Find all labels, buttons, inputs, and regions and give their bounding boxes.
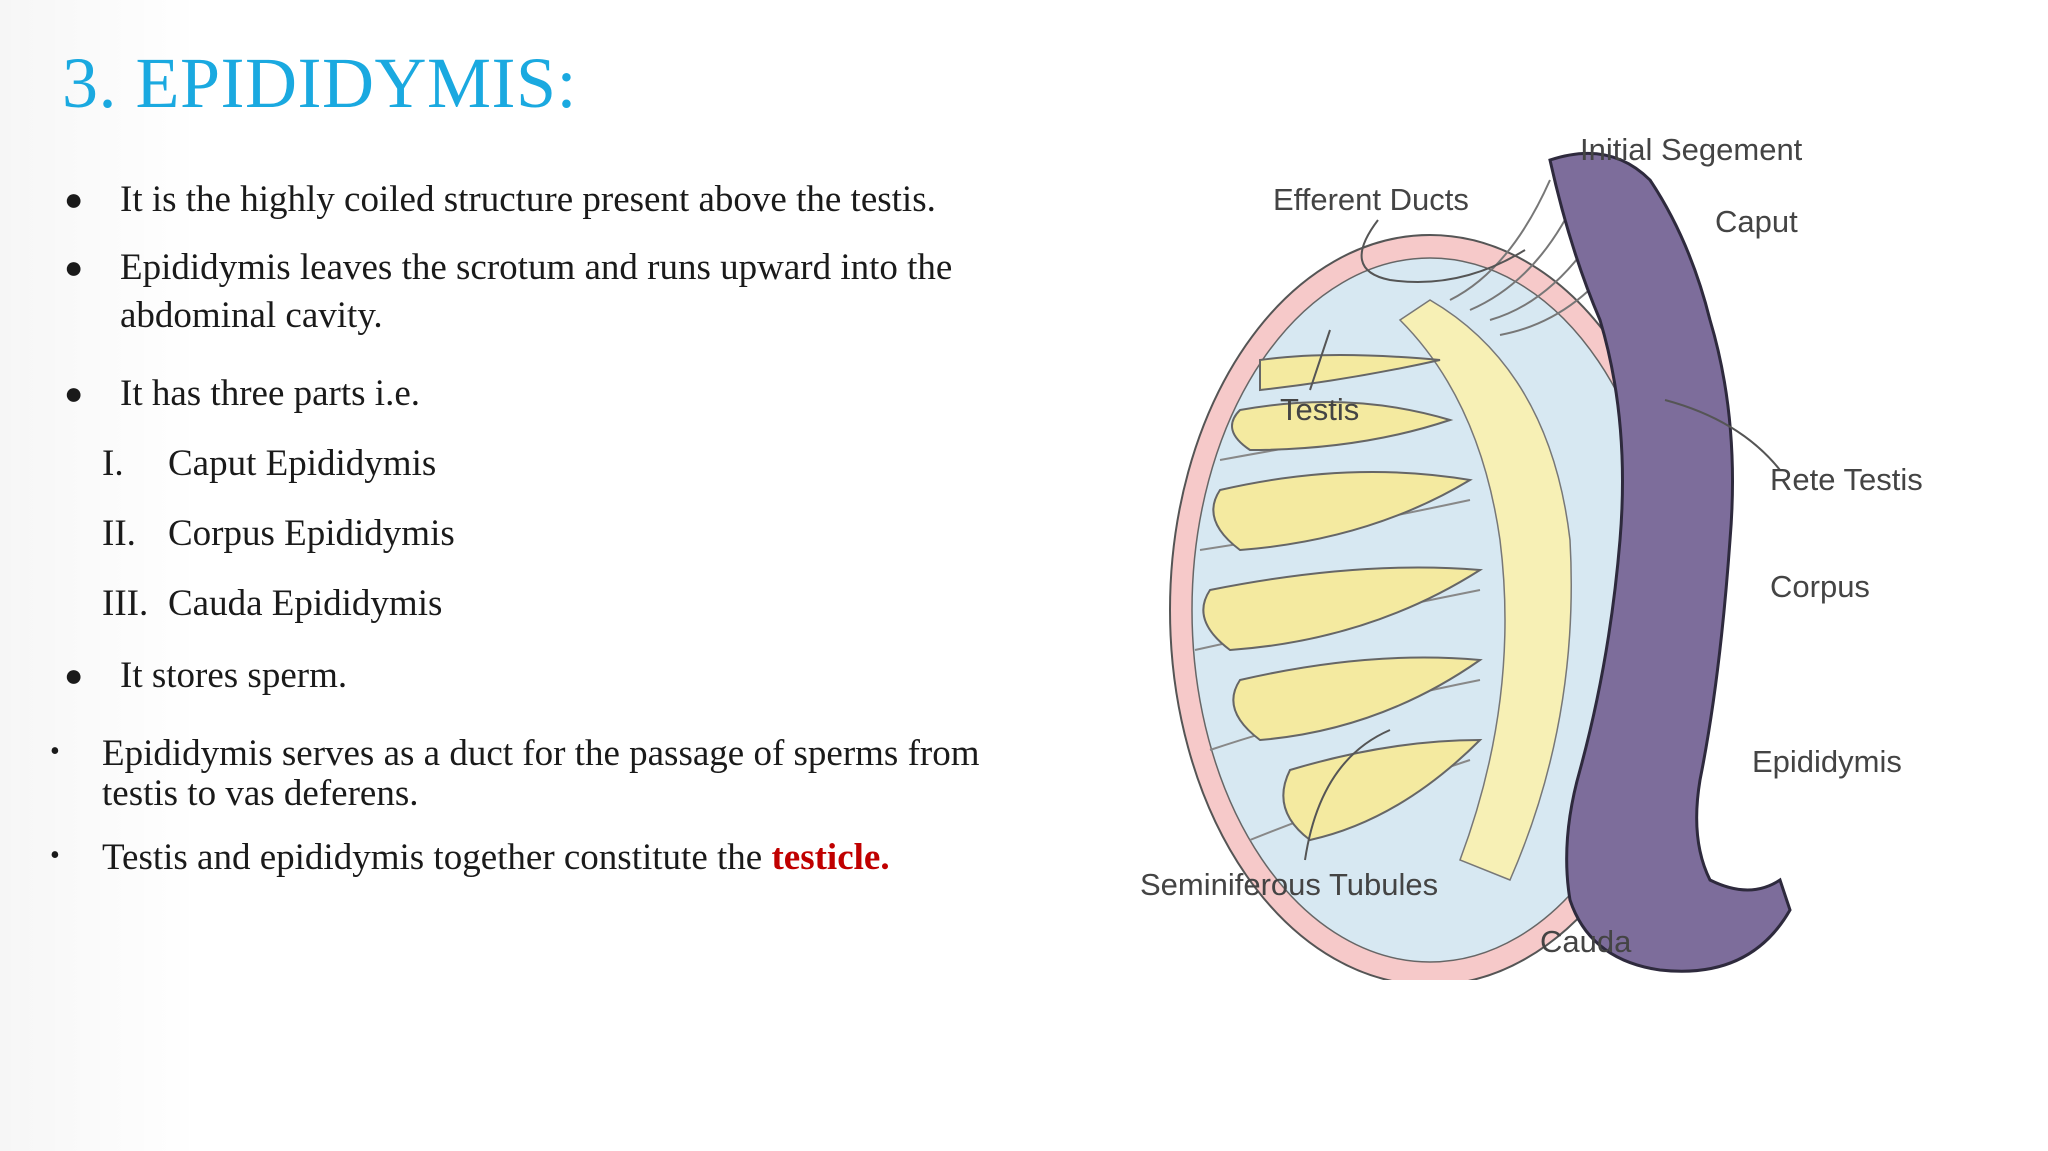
- seminiferous-lobules: [1202, 354, 1484, 842]
- label-epididymis: Epididymis: [1752, 744, 1902, 779]
- label-corpus: Corpus: [1770, 569, 1870, 604]
- bullet-text: It is the highly coiled structure presen…: [120, 179, 936, 220]
- bullet-text: testis to vas deferens.: [102, 773, 419, 814]
- label-testis: Testis: [1280, 392, 1359, 427]
- label-initial-segment: Initial Segement: [1580, 132, 1803, 167]
- part-number: III.: [102, 583, 149, 624]
- bullet-text: Epididymis serves as a duct for the pass…: [102, 733, 980, 774]
- part-text: Corpus Epididymis: [168, 513, 455, 554]
- part-text: Cauda Epididymis: [168, 583, 443, 624]
- bullet-text-prefix: Testis and epididymis together constitut…: [102, 837, 763, 878]
- label-cauda: Cauda: [1540, 924, 1632, 959]
- part-number: I.: [102, 443, 124, 484]
- label-rete-testis: Rete Testis: [1770, 462, 1923, 497]
- bullet-text: Epididymis leaves the scrotum and runs u…: [120, 247, 953, 288]
- bullet-text: abdominal cavity.: [120, 295, 383, 336]
- bullet-dot: •: [50, 840, 60, 871]
- highlight-term: testicle.: [771, 837, 890, 878]
- left-shade: [0, 0, 200, 1151]
- slide-title: 3. EPIDIDYMIS:: [62, 43, 578, 123]
- bullet-dot: ●: [64, 181, 84, 217]
- part-text: Caput Epididymis: [168, 443, 437, 484]
- leader-lines: [1304, 219, 1781, 861]
- bullet-text: It has three parts i.e.: [120, 373, 420, 414]
- rete-testis: [1398, 299, 1572, 881]
- epididymis-diagram: Initial Segement Efferent Ducts Caput Te…: [1140, 132, 1923, 980]
- epididymis-body: [1548, 151, 1792, 973]
- label-caput: Caput: [1715, 204, 1798, 239]
- part-number: II.: [102, 513, 136, 554]
- label-efferent-ducts: Efferent Ducts: [1273, 182, 1469, 217]
- bullet-dot: •: [50, 736, 60, 767]
- bullet-dot: ●: [64, 375, 84, 411]
- bullet-text: Testis and epididymis together constitut…: [102, 834, 890, 882]
- bullet-dot: ●: [64, 249, 84, 285]
- bullet-dot: ●: [64, 657, 84, 693]
- bullet-text: It stores sperm.: [120, 655, 348, 696]
- label-seminiferous-tubules: Seminiferous Tubules: [1140, 867, 1438, 902]
